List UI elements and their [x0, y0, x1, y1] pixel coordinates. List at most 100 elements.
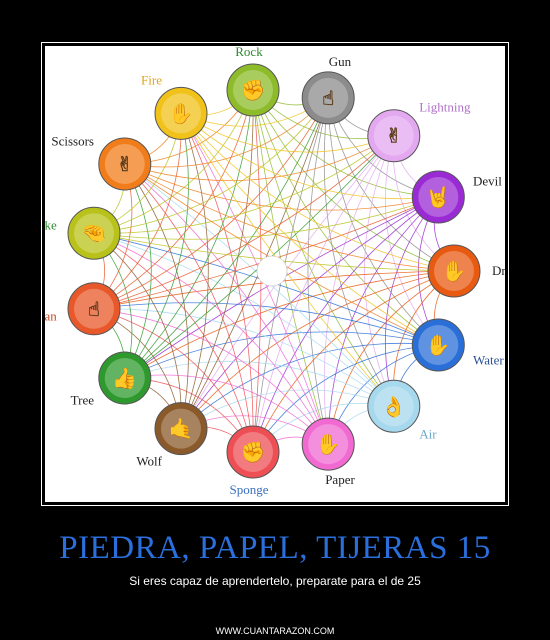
beats-edge	[124, 270, 455, 379]
gesture-circle-highlight	[418, 177, 459, 217]
beats-edge	[93, 232, 254, 453]
gesture-node-sponge: ✊ Sponge	[226, 425, 280, 497]
beats-edge	[93, 308, 254, 453]
beats-edge	[93, 232, 329, 445]
gesture-circle-highlight	[434, 251, 474, 291]
gesture-label: Sponge	[230, 482, 269, 497]
gesture-circle-highlight	[418, 325, 459, 365]
hand-gesture-icon: ✊	[241, 440, 266, 464]
gesture-node-devil: 🤘Devil	[411, 170, 502, 224]
diagram-nodes: ✊Rock☝Gun✌Lightning🤘Devil✋Dragon✋Water👌A…	[45, 46, 505, 497]
gesture-circle-highlight	[104, 144, 145, 184]
beats-edge	[124, 135, 395, 379]
gesture-node-air: 👌Air	[367, 379, 437, 442]
beats-edge	[180, 113, 209, 429]
hand-gesture-icon: ✊	[241, 78, 266, 102]
diagram-edges	[93, 89, 455, 453]
gesture-label: Snake	[45, 217, 57, 232]
beats-edge	[93, 97, 329, 310]
gesture-circle	[301, 71, 355, 125]
gesture-circle-highlight	[373, 386, 414, 427]
gesture-label: Wolf	[136, 454, 162, 469]
hand-gesture-icon: ✌	[385, 124, 402, 148]
gesture-circle	[98, 137, 152, 191]
beats-edge	[252, 270, 455, 453]
hand-gesture-icon: 🤙	[169, 417, 194, 441]
gesture-circle	[367, 109, 421, 163]
gesture-circle-highlight	[308, 424, 349, 465]
hand-gesture-icon: ✋	[426, 333, 451, 357]
gesture-node-wolf: 🤙 Wolf	[136, 402, 208, 469]
hand-gesture-icon: ✌	[116, 152, 133, 176]
gesture-circle-highlight	[233, 432, 273, 472]
beats-edge	[364, 135, 395, 407]
beats-edge	[252, 89, 455, 272]
gesture-circle	[411, 318, 465, 372]
gesture-label: Scissors	[51, 134, 94, 149]
beats-edge	[124, 163, 439, 211]
gesture-circle	[427, 244, 481, 298]
beats-edge	[93, 232, 395, 407]
hand-gesture-icon: 👍	[112, 366, 137, 390]
beats-edge	[124, 163, 152, 379]
gesture-node-fire: ✋Fire	[141, 73, 208, 140]
beats-edge	[180, 113, 394, 153]
gesture-circle-highlight	[74, 288, 114, 329]
beats-edge	[180, 113, 254, 453]
beats-edge	[180, 113, 455, 272]
beats-edge	[252, 89, 439, 346]
beats-edge	[124, 163, 189, 429]
gesture-circle-highlight	[161, 93, 201, 134]
beats-edge	[180, 113, 439, 200]
gesture-circle-highlight	[373, 115, 414, 156]
beats-edge	[307, 97, 329, 445]
gesture-node-tree: 👍Tree	[71, 351, 152, 407]
gesture-label: Air	[419, 427, 437, 442]
beats-edge	[327, 196, 439, 445]
beats-edge	[93, 135, 395, 234]
beats-edge	[93, 89, 254, 234]
center-hole	[256, 255, 288, 287]
beats-edge	[124, 89, 254, 379]
gesture-circle-highlight	[161, 408, 201, 449]
beats-edge	[180, 196, 439, 429]
gesture-label: Devil	[473, 174, 502, 189]
beats-edge	[93, 89, 254, 310]
gesture-node-scissors: ✌ Scissors	[51, 134, 152, 191]
beats-edge	[124, 361, 394, 407]
hand-gesture-icon: 🤏	[82, 221, 107, 245]
gesture-circle	[367, 379, 421, 433]
gesture-label: Gun	[329, 54, 352, 69]
beats-edge	[93, 196, 439, 240]
beats-edge	[180, 113, 439, 346]
gesture-node-rock: ✊Rock	[226, 46, 280, 117]
beats-edge	[180, 135, 395, 429]
beats-edge	[180, 113, 395, 407]
beats-edge	[124, 163, 395, 407]
beats-edge	[385, 196, 439, 407]
hand-gesture-icon: ✋	[316, 432, 341, 456]
beats-edge	[124, 163, 455, 272]
gesture-label: Human	[45, 309, 57, 324]
gesture-label: Water	[473, 353, 504, 368]
gesture-circle-highlight	[74, 213, 114, 254]
beats-edge	[124, 97, 329, 168]
beats-edge	[385, 135, 439, 346]
poster-subtitle: Si eres capaz de aprendertelo, preparate…	[129, 574, 421, 588]
rps15-diagram: ✊Rock☝Gun✌Lightning🤘Devil✋Dragon✋Water👌A…	[45, 46, 505, 497]
poster-image: ✊Rock☝Gun✌Lightning🤘Devil✋Dragon✋Water👌A…	[45, 46, 505, 502]
beats-edge	[124, 113, 189, 379]
beats-edge	[252, 89, 395, 407]
gesture-circle	[154, 402, 208, 456]
hand-gesture-icon: ✋	[169, 101, 194, 125]
beats-edge	[323, 135, 395, 445]
beats-edge	[252, 89, 439, 198]
beats-edge	[93, 113, 182, 310]
gesture-circle	[226, 63, 280, 117]
hand-gesture-icon: ✋	[442, 259, 467, 283]
beats-edge	[93, 302, 439, 346]
beats-edge	[124, 163, 254, 453]
beats-edge	[327, 97, 455, 272]
beats-edge	[252, 135, 395, 453]
gesture-node-human: ☝Human	[45, 282, 121, 336]
